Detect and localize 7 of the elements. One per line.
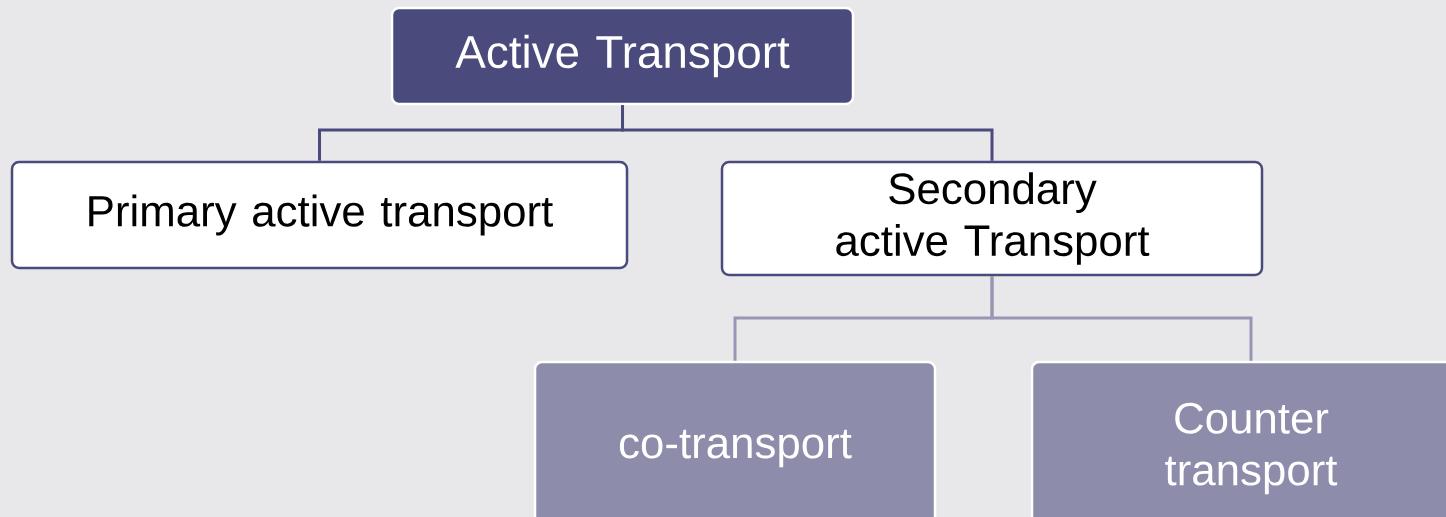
connector-line (990, 276, 1253, 361)
category-box: Primary active transport (10, 160, 629, 270)
connector-line (621, 105, 994, 161)
subcategory-box: co-transport (533, 360, 937, 517)
title-box: Active Transport (390, 6, 855, 106)
subcategory-box: Counter transport (1030, 360, 1446, 517)
category-box: Secondary active Transport (720, 160, 1264, 277)
